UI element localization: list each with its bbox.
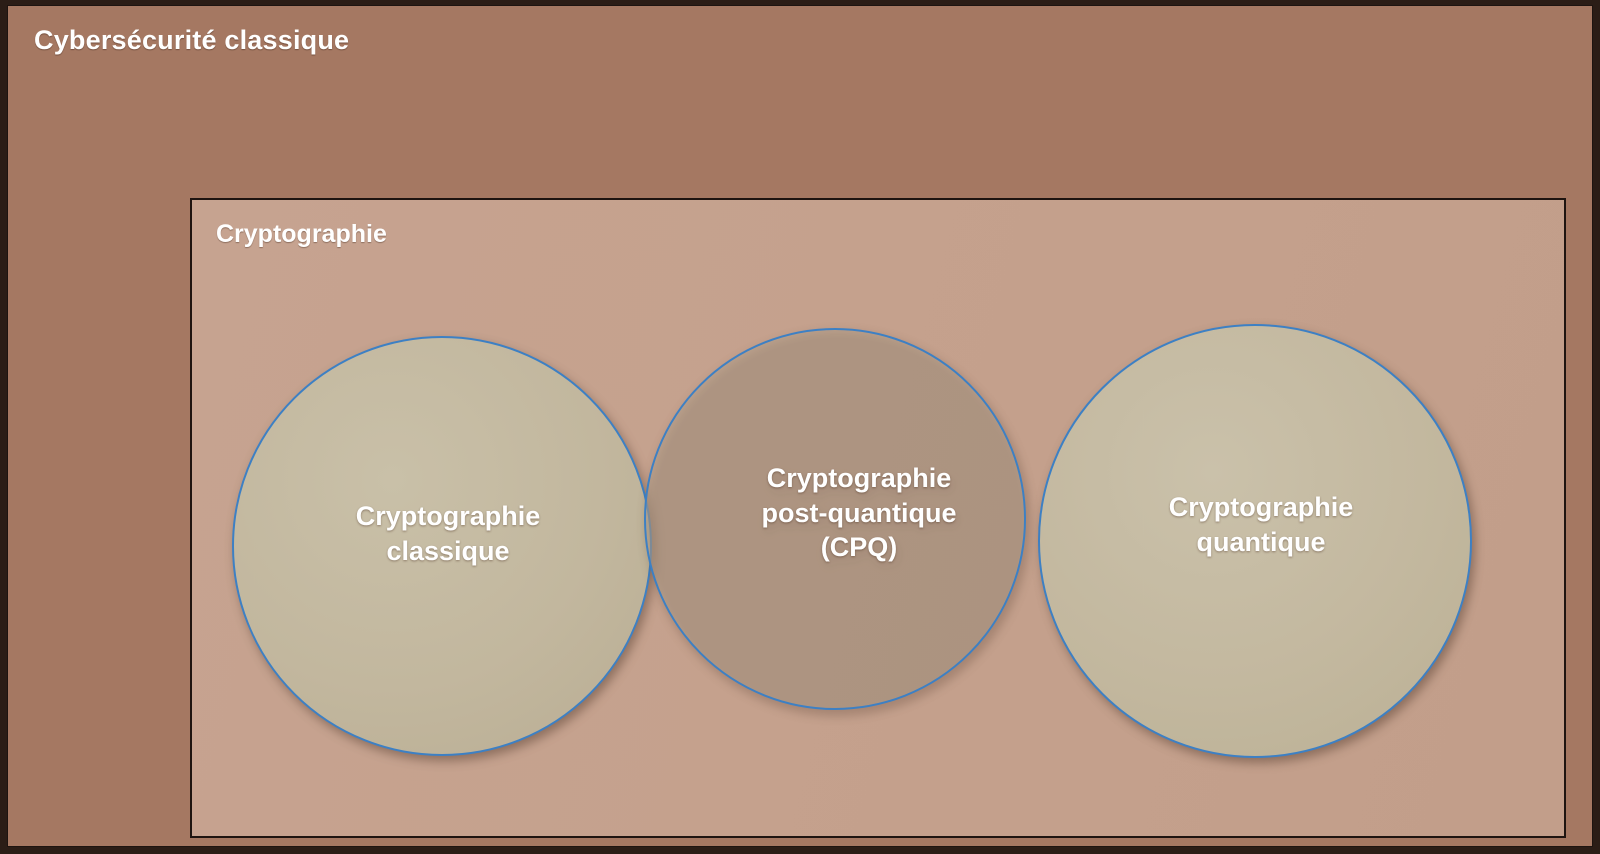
venn-circle-label-post-quantique: Cryptographie post-quantique (CPQ) xyxy=(761,463,957,563)
inner-container-cryptographie: Cryptographie Cryptographie classique Cr… xyxy=(190,198,1566,838)
venn-circle-cryptographie-classique: Cryptographie classique xyxy=(232,336,652,756)
venn-circle-label-classique: Cryptographie classique xyxy=(355,501,541,566)
venn-circle-label-quantique: Cryptographie quantique xyxy=(1168,492,1354,557)
outer-container-title: Cybersécurité classique xyxy=(34,25,350,55)
venn-stage: Cryptographie classique Cryptographie po… xyxy=(192,200,1564,836)
outer-container-cybersecurite: Cybersécurité classique Cryptographie Cr… xyxy=(7,5,1593,847)
inner-container-title: Cryptographie xyxy=(216,220,387,248)
venn-circle-cryptographie-post-quantique: Cryptographie post-quantique (CPQ) xyxy=(644,328,1026,710)
venn-circle-cryptographie-quantique: Cryptographie quantique xyxy=(1038,324,1472,758)
